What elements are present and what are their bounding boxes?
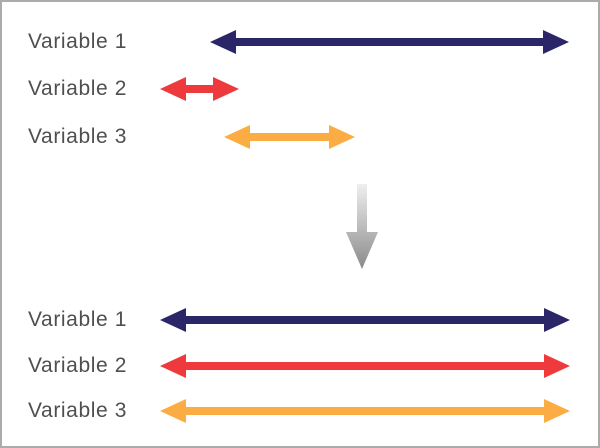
top-variable1-label: Variable 1 [28, 30, 128, 53]
bottom-variable2-range-arrow [160, 354, 570, 378]
arrow-bar [178, 316, 552, 324]
arrow-bar [178, 362, 552, 370]
top-variable3-range-arrow [224, 125, 355, 149]
arrow-bar [228, 38, 551, 46]
bottom-variable1-range-arrow [160, 308, 570, 332]
top-variable3-label: Variable 3 [28, 125, 128, 148]
top-variable2-label: Variable 2 [28, 77, 128, 100]
arrow-bar [178, 85, 221, 93]
arrow-bar [178, 407, 552, 415]
arrow-bar [242, 133, 337, 141]
top-variable2-range-arrow [160, 77, 239, 101]
transform-down-arrow-icon [346, 184, 378, 269]
bottom-variable1-label: Variable 1 [28, 308, 128, 331]
bottom-variable3-label: Variable 3 [28, 399, 128, 422]
bottom-variable2-label: Variable 2 [28, 354, 128, 377]
bottom-variable3-range-arrow [160, 399, 570, 423]
top-variable1-range-arrow [210, 30, 569, 54]
